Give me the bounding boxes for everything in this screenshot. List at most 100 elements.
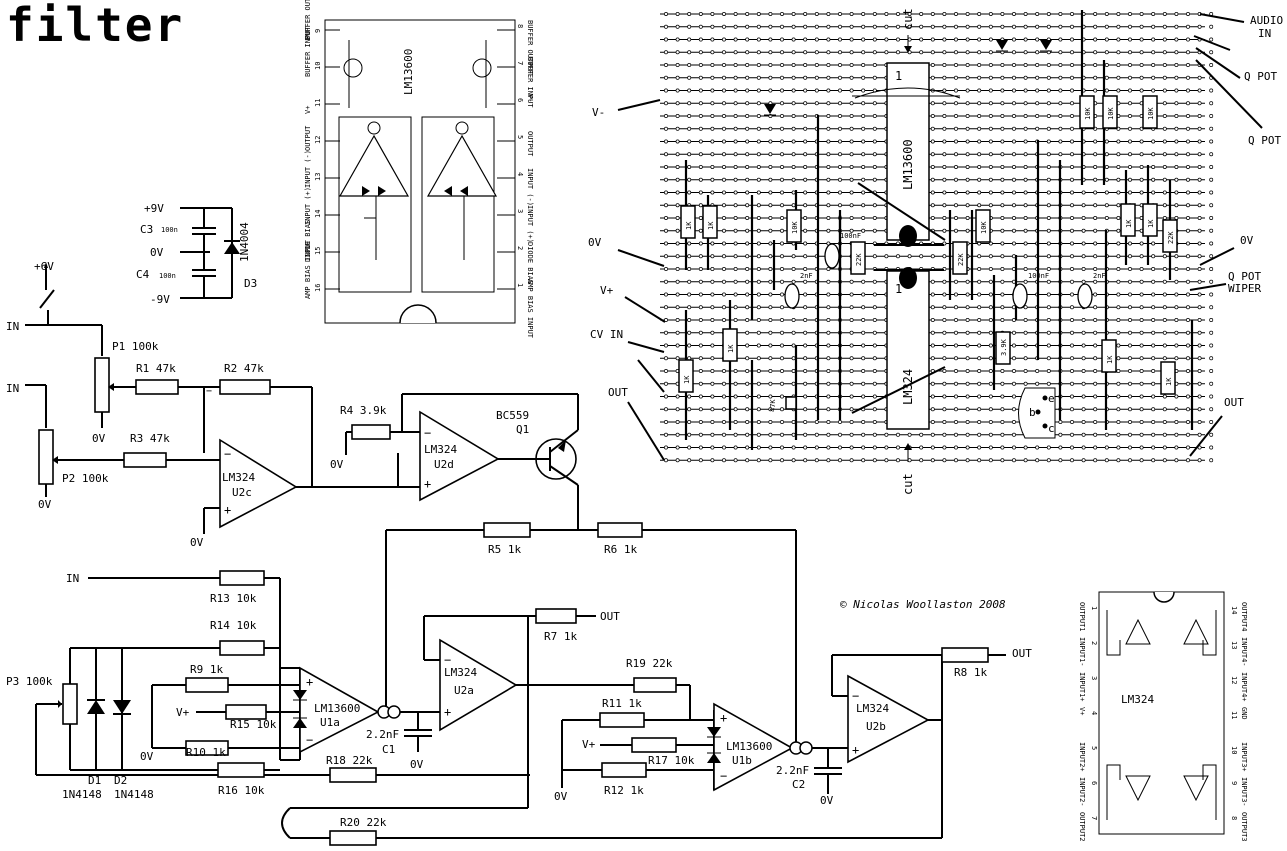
board-capacitor (784, 283, 800, 309)
label-vplus-u1b: V+ (582, 738, 596, 751)
label-minus9v: -9V (150, 293, 170, 306)
label-r14: R14 10k (210, 619, 257, 632)
ota-u1a (299, 666, 380, 754)
label-r12: R12 1k (604, 784, 644, 797)
label-qpot-wiper-1: Q POT (1228, 270, 1261, 283)
lm13600-right-pin: AMP BIAS INPUT (526, 279, 534, 339)
lm324-left-pin: OUTPUT1 (1078, 602, 1086, 632)
label-out-u2b: OUT (1012, 647, 1032, 660)
board-resistor (702, 205, 718, 239)
board-resistor-label: 3.9K (1000, 338, 1008, 356)
resistor-r11 (599, 712, 645, 728)
pot-p2 (38, 429, 54, 485)
label-in-top: IN (6, 320, 19, 333)
label-u1b: U1b (732, 754, 752, 767)
lm324-right-num: 9 (1230, 781, 1238, 785)
lm324-right-pin: INPUT4+ (1240, 672, 1248, 702)
lm13600-right-pin: INPUT (-) (526, 168, 534, 206)
label-d2-type: 1N4148 (114, 788, 154, 801)
svg-text:−: − (424, 426, 431, 440)
board-resistor (1162, 219, 1178, 253)
label-u2d: U2d (434, 458, 454, 471)
resistor-r7 (535, 608, 577, 624)
svg-text:+: + (306, 675, 313, 689)
lm13600-chip (886, 62, 930, 241)
stripboard-labels: V- 0V V+ CV IN OUT AUDIO IN Q POT Q POT … (588, 13, 1283, 461)
schematic-components (38, 262, 989, 846)
label-r16: R16 10k (218, 784, 265, 797)
label-0v-c1: 0V (410, 758, 424, 771)
label-u2b-type: LM324 (856, 702, 889, 715)
label-u2c: U2c (232, 486, 252, 499)
label-r19: R19 22k (626, 657, 673, 670)
svg-text:+: + (444, 705, 451, 719)
resistor-r14 (219, 640, 265, 656)
resistor-r16 (217, 762, 265, 778)
label-q1: Q1 (516, 423, 529, 436)
lm13600-right-pin: BUFFER OUTPUT (526, 20, 534, 76)
label-plus9v: +9V (144, 202, 164, 215)
resistor-r4 (351, 424, 391, 440)
label-r6: R6 1k (604, 543, 637, 556)
chip-top-label: LM13600 (901, 139, 915, 190)
lm13600-right-pin: OUTPUT (526, 131, 534, 157)
board-resistor (1101, 339, 1117, 373)
board-resistor (1120, 203, 1136, 237)
lm13600-left-num: 14 (314, 210, 322, 218)
svg-text:−: − (224, 447, 231, 461)
lm13600-left-pin: OUTPUT (304, 125, 312, 151)
label-vplus: V+ (600, 284, 614, 297)
label-c4-value: 100n (159, 272, 176, 280)
lm13600-right-num: 5 (516, 135, 524, 139)
lm324-left-pin: OUTPUT2 (1078, 812, 1086, 842)
lm324-right-num: 8 (1230, 816, 1238, 820)
label-0v-c2: 0V (820, 794, 834, 807)
svg-text:−: − (306, 733, 313, 747)
label-r9: R9 1k (190, 663, 223, 676)
label-in-mid: IN (66, 572, 79, 585)
stripboard-overlay: LM13600 LM324 1 1 cut cut e (764, 8, 1056, 495)
lm324-left-num: 6 (1090, 781, 1098, 785)
label-0v-r4: 0V (330, 458, 344, 471)
label-audio-in: IN (1258, 27, 1271, 40)
board-resistor-label: 22K (1167, 231, 1175, 244)
lm324-left-num: 5 (1090, 746, 1098, 750)
chip-top-pin1: 1 (895, 69, 902, 83)
lm13600-left-num: 12 (314, 136, 322, 144)
svg-text:+: + (424, 477, 431, 491)
schematic-labels: +6V IN IN IN P1 100k P2 100k P3 100k R1 … (6, 260, 1032, 829)
pot-p1 (94, 357, 110, 413)
label-r1: R1 47k (136, 362, 176, 375)
resistor-r19 (633, 677, 677, 693)
lm324-right-pin: INPUT3+ (1240, 742, 1248, 772)
label-qpot-wiper-2: WIPER (1228, 282, 1261, 295)
resistor-r10 (185, 740, 229, 756)
label-r3: R3 47k (130, 432, 170, 445)
copyright-notice: © Nicolas Woollaston 2008 (840, 598, 1006, 611)
label-out-u2a: OUT (600, 610, 620, 623)
label-r5: R5 1k (488, 543, 521, 556)
label-c1-value: 2.2nF (366, 728, 399, 741)
label-d1-type: 1N4148 (62, 788, 102, 801)
resistor-r6 (597, 522, 643, 538)
lm13600-left-pin: V+ (304, 106, 312, 114)
lm13600-left-num: 11 (314, 99, 322, 107)
label-r18: R18 22k (326, 754, 373, 767)
transistor-pin-e: e (1048, 392, 1055, 405)
board-resistor (995, 331, 1011, 365)
chip-bottom-pin1: 1 (895, 282, 902, 296)
pot-p3 (62, 683, 78, 725)
lm324-left-num: 1 (1090, 606, 1098, 610)
lm13600-right-pin: INPUT (+) (526, 205, 534, 243)
label-d3-type: 1N4004 (238, 222, 251, 262)
label-c2: C2 (792, 778, 805, 791)
lm324-right-num: 14 (1230, 606, 1238, 614)
resistor-r20 (329, 830, 377, 846)
label-r11: R11 1k (602, 697, 642, 710)
resistor-r5 (483, 522, 531, 538)
svg-text:+: + (852, 743, 859, 757)
resistor-r3 (123, 452, 167, 468)
